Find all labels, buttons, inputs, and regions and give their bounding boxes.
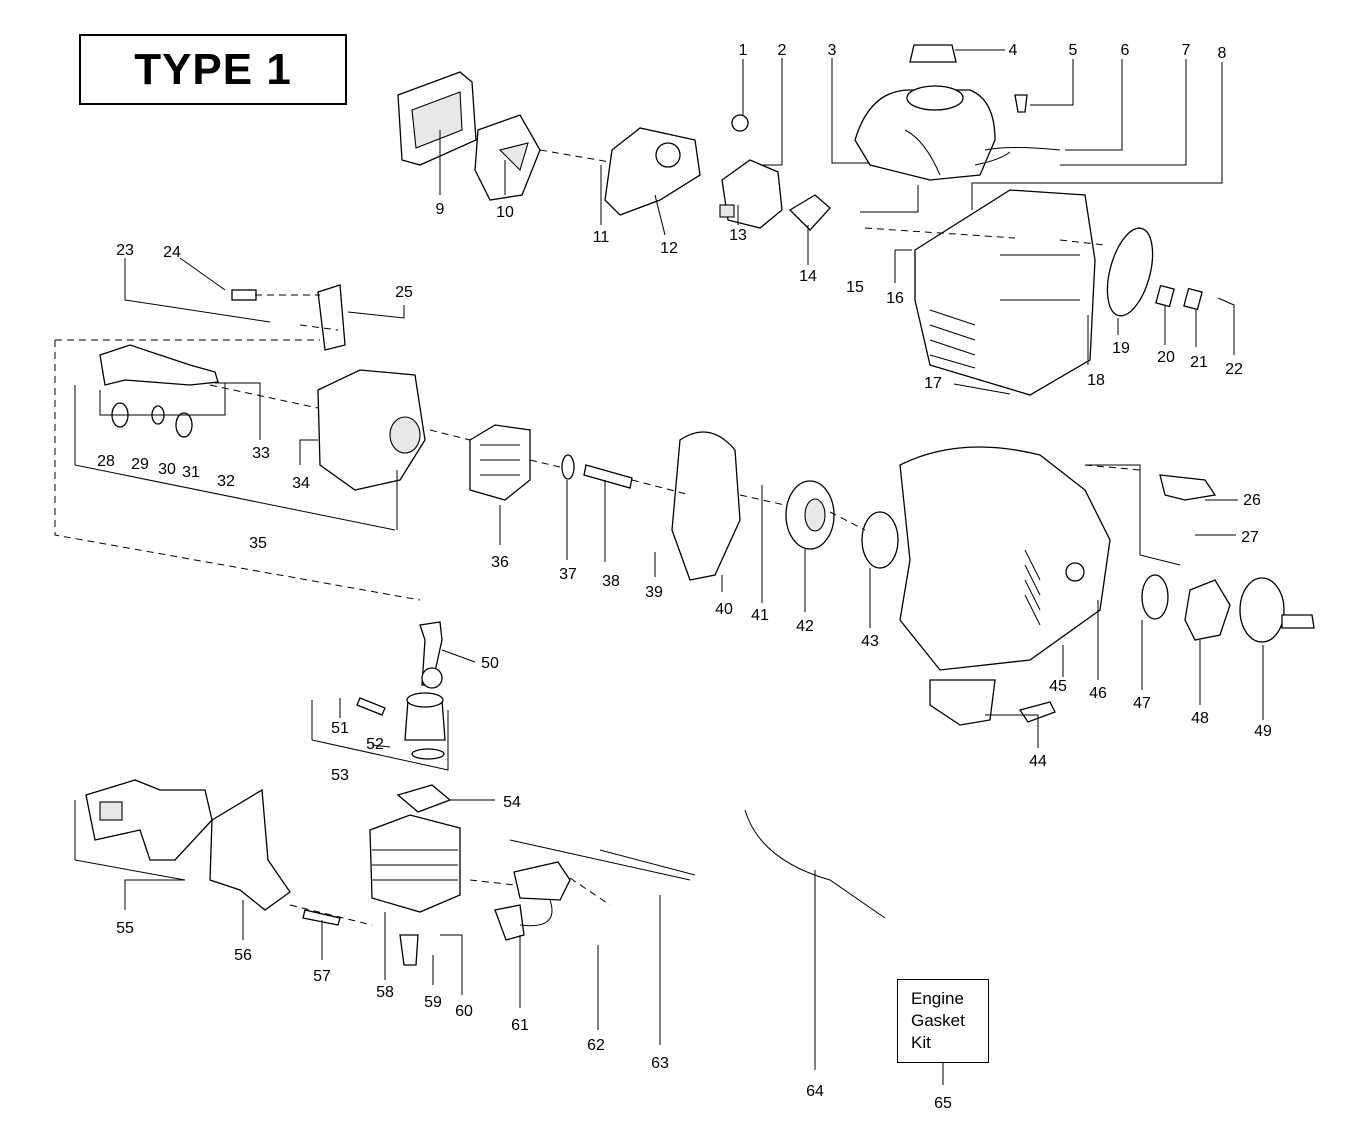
part-number-60: 60 <box>455 1003 473 1020</box>
part-number-1: 1 <box>739 42 748 59</box>
part-number-14: 14 <box>799 268 817 285</box>
part-number-32: 32 <box>217 473 235 490</box>
part-number-21: 21 <box>1190 354 1208 371</box>
part-number-48: 48 <box>1191 710 1209 727</box>
part-number-30: 30 <box>158 461 176 478</box>
starter-handle <box>1159 474 1217 501</box>
part-number-8: 8 <box>1218 45 1227 62</box>
part-number-19: 19 <box>1112 340 1130 357</box>
crankcase <box>317 369 426 491</box>
part-number-9: 9 <box>436 201 445 218</box>
part-number-38: 38 <box>602 573 620 590</box>
muffler-gasket <box>209 788 291 911</box>
part-number-11: 11 <box>593 229 610 246</box>
part-number-25: 25 <box>395 284 413 301</box>
part-number-6: 6 <box>1121 42 1130 59</box>
part-number-64: 64 <box>806 1083 824 1100</box>
fuel-tank <box>854 89 996 181</box>
part-number-22: 22 <box>1225 361 1243 378</box>
part-number-57: 57 <box>313 968 331 985</box>
carburetor-gasket <box>788 194 831 231</box>
part-number-33: 33 <box>252 445 270 462</box>
part-number-27: 27 <box>1241 529 1259 546</box>
part-number-29: 29 <box>131 456 149 473</box>
part-number-17: 17 <box>924 375 942 392</box>
starter-housing <box>899 446 1111 671</box>
part-number-59: 59 <box>424 994 442 1011</box>
part-number-28: 28 <box>97 453 115 470</box>
part-number-55: 55 <box>116 920 134 937</box>
ignition-module <box>513 861 571 901</box>
part-number-45: 45 <box>1049 678 1067 695</box>
part-number-labels: 1 2 3 4 5 6 7 8 9 10 11 12 13 14 15 16 1… <box>97 42 1272 1112</box>
part-number-50: 50 <box>481 655 499 672</box>
part-number-52: 52 <box>366 736 384 753</box>
part-number-49: 49 <box>1254 723 1272 740</box>
fan-shroud <box>671 431 741 581</box>
part-number-63: 63 <box>651 1055 669 1072</box>
part-number-43: 43 <box>861 633 879 650</box>
part-number-34: 34 <box>292 475 310 492</box>
part-number-42: 42 <box>796 618 814 635</box>
part-number-13: 13 <box>729 227 747 244</box>
parts-illustrations <box>85 44 1315 966</box>
part-number-58: 58 <box>376 984 394 1001</box>
part-number-56: 56 <box>234 947 252 964</box>
diagram-title-box: TYPE 1 <box>79 34 347 105</box>
engine-gasket-kit-box: Engine Gasket Kit <box>897 979 989 1063</box>
cylinder <box>369 814 461 913</box>
part-number-31: 31 <box>182 464 200 481</box>
washer-disc <box>1141 574 1169 620</box>
part-number-51: 51 <box>331 720 349 737</box>
part-number-7: 7 <box>1182 42 1191 59</box>
part-number-18: 18 <box>1087 372 1105 389</box>
part-number-65: 65 <box>934 1095 952 1112</box>
part-number-4: 4 <box>1009 42 1018 59</box>
bracket <box>317 284 346 351</box>
kit-label-line-3: Kit <box>911 1033 931 1052</box>
part-number-16: 16 <box>886 290 904 307</box>
part-number-24: 24 <box>163 244 181 261</box>
part-number-46: 46 <box>1089 685 1107 702</box>
leader-lines <box>54 49 1264 1085</box>
part-number-41: 41 <box>751 607 769 624</box>
part-number-44: 44 <box>1029 753 1047 770</box>
o-ring <box>1106 227 1154 317</box>
part-number-39: 39 <box>645 584 663 601</box>
part-number-62: 62 <box>587 1037 605 1054</box>
kit-label-line-2: Gasket <box>911 1011 965 1030</box>
carburetor <box>721 159 783 229</box>
part-number-5: 5 <box>1069 42 1078 59</box>
part-number-61: 61 <box>511 1017 529 1034</box>
carburetor-adapter <box>604 127 701 216</box>
part-number-40: 40 <box>715 601 733 618</box>
part-number-10: 10 <box>496 204 514 221</box>
part-number-15: 15 <box>846 279 864 296</box>
clutch-drum <box>1239 577 1285 643</box>
muffler <box>85 779 213 861</box>
flywheel <box>469 424 531 501</box>
part-number-53: 53 <box>331 767 349 784</box>
part-number-35: 35 <box>249 535 267 552</box>
engine-housing <box>914 189 1096 396</box>
diagram-title: TYPE 1 <box>134 44 292 94</box>
kit-label-line-1: Engine <box>911 989 964 1008</box>
part-number-54: 54 <box>503 794 521 811</box>
part-number-3: 3 <box>828 42 837 59</box>
part-number-47: 47 <box>1133 695 1151 712</box>
clutch <box>1184 579 1231 641</box>
part-number-23: 23 <box>116 242 134 259</box>
part-number-26: 26 <box>1243 492 1261 509</box>
part-number-2: 2 <box>778 42 787 59</box>
part-number-20: 20 <box>1157 349 1175 366</box>
spark-plug <box>399 934 419 966</box>
part-number-12: 12 <box>660 240 678 257</box>
crankshaft <box>99 344 219 386</box>
part-number-37: 37 <box>559 566 577 583</box>
fuel-cap <box>909 44 957 63</box>
cylinder-gasket <box>396 784 452 813</box>
part-number-36: 36 <box>491 554 509 571</box>
